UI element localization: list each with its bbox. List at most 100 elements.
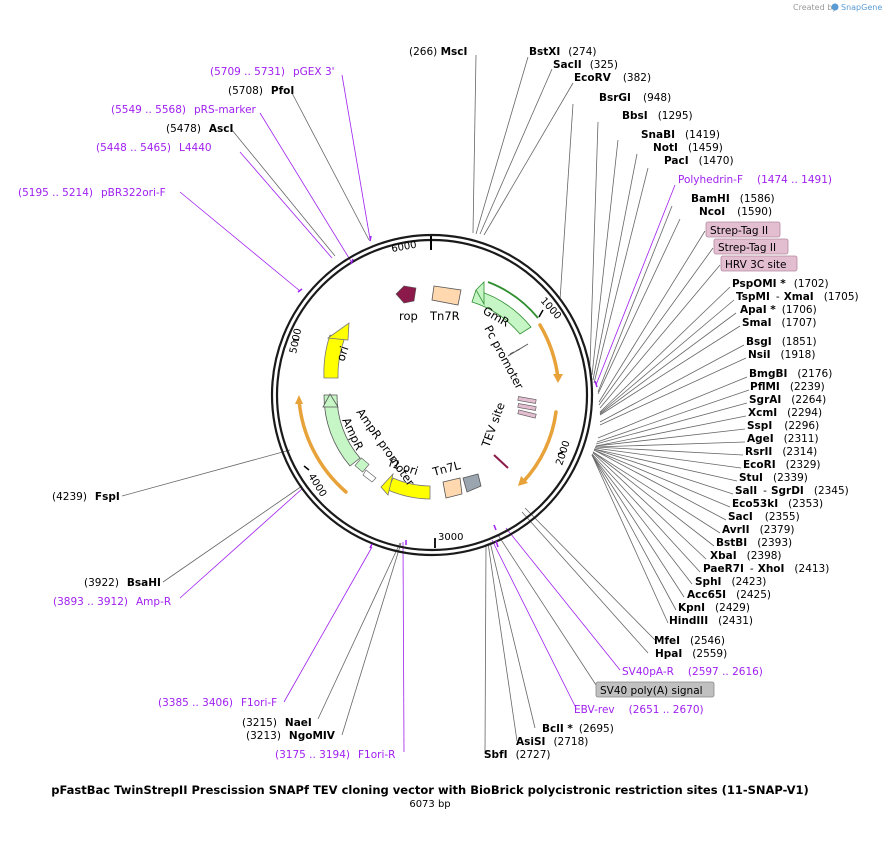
site-label: NotI(1459) — [653, 142, 723, 154]
tick-3000: 3000 — [438, 532, 463, 543]
primer-label: (5195 .. 5214)pBR322ori-F — [18, 187, 166, 199]
orange-arcs — [295, 323, 563, 494]
map-length: 6073 bp — [409, 799, 450, 810]
site-label: Acc65I(2425) — [687, 589, 771, 601]
f1-ori-feature — [380, 472, 431, 500]
site-label: (5478)AscI — [166, 123, 233, 135]
snapgene-brand-label: SnapGene — [841, 3, 882, 12]
hrv-3c-label: HRV 3C site — [725, 259, 786, 271]
tick-4000: 4000 — [305, 472, 328, 499]
tn7r-feature — [431, 285, 462, 306]
leader-lines — [121, 54, 750, 755]
site-label: (266) MscI — [409, 46, 467, 58]
site-label: BmgBI(2176) — [749, 368, 832, 380]
strep-tag-box-1 — [705, 221, 781, 238]
rop-feature — [395, 285, 417, 304]
primer-label: (5549 .. 5568)pRS-marker — [111, 104, 257, 116]
site-label: NcoI(1590) — [699, 206, 772, 218]
site-label: PaeR7I-XhoI(2413) — [703, 563, 829, 575]
site-label: SnaBI(1419) — [641, 129, 720, 141]
site-label: HpaI(2559) — [655, 648, 727, 660]
site-label: BstXI(274) — [529, 46, 597, 58]
snapgene-logo-icon — [831, 3, 839, 11]
primer-label: (3893 .. 3912)Amp-R — [53, 596, 171, 608]
primer-label: (3175 .. 3194)F1ori-R — [275, 749, 395, 761]
site-label: AgeI(2311) — [747, 433, 819, 445]
left-site-labels: (3175 .. 3194)F1ori-R (3213)NgoMIV (3215… — [18, 66, 395, 761]
ampr-feature — [322, 393, 377, 483]
tick-2000: 2000 — [554, 439, 572, 467]
site-label: XcmI(2294) — [748, 407, 822, 419]
primer-label: (5448 .. 5465)L4440 — [96, 142, 212, 154]
sv40-polya-box — [595, 681, 715, 698]
sv40-polya-label: SV40 poly(A) signal — [600, 685, 703, 697]
tn7l-label: Tn7L — [430, 458, 462, 479]
created-by-label: Created by — [793, 3, 837, 12]
pc-promoter-mark — [507, 343, 529, 357]
site-label: (4239)FspI — [52, 491, 120, 503]
site-label: NsiI(1918) — [748, 349, 815, 361]
tick-mark-2000 — [557, 451, 564, 455]
site-label: TspMI-XmaI(1705) — [736, 291, 859, 303]
tn7r-label: Tn7R — [429, 309, 460, 323]
strep-tag-box-2 — [713, 238, 789, 255]
tev-site-marks — [493, 396, 537, 469]
site-label: PflMI(2239) — [750, 381, 825, 393]
primer-label: (5709 .. 5731)pGEX 3' — [210, 66, 335, 78]
strep-tag-label-1: Strep-Tag II — [710, 225, 768, 237]
site-label: ApaI *(1706) — [740, 304, 817, 316]
hrv-3c-box — [720, 255, 798, 272]
ring-site-marks — [297, 235, 598, 549]
site-label: BsgI(1851) — [746, 336, 817, 348]
site-label: BclI *(2695) — [542, 723, 614, 735]
site-label: PacI(1470) — [664, 155, 734, 167]
site-label: BbsI(1295) — [622, 110, 693, 122]
site-label: Eco53kI(2353) — [732, 498, 823, 510]
right-site-labels: PspOMI *(1702) TspMI-XmaI(1705) ApaI *(1… — [484, 278, 859, 761]
site-label: AsiSI(2718) — [516, 736, 588, 748]
tick-6000: 6000 — [391, 240, 418, 255]
site-label: (5708)PfoI — [228, 85, 294, 97]
snapgene-logo: Created by SnapGene — [793, 3, 882, 12]
gmr-arrow — [471, 289, 532, 335]
strep-tag-label-2: Strep-Tag II — [718, 242, 776, 254]
tn7l-feature — [442, 473, 482, 499]
site-label: SspI(2296) — [747, 420, 819, 432]
site-label: SacI(2355) — [728, 511, 800, 523]
site-label: EcoRV(382) — [574, 72, 651, 84]
primer-label: Polyhedrin-F(1474 .. 1491) — [678, 174, 832, 186]
ori-label: ori — [334, 344, 352, 363]
site-label: BstBI(2393) — [716, 537, 792, 549]
boxed-feature-labels: Strep-Tag II Strep-Tag II HRV 3C site SV… — [595, 221, 798, 698]
site-label: SgrAI(2264) — [749, 394, 826, 406]
site-label: SacII(325) — [553, 59, 618, 71]
site-label: EcoRI(2329) — [743, 459, 821, 471]
site-label: BamHI(1586) — [691, 193, 775, 205]
orange-arc-2 — [521, 410, 558, 484]
orange-arc-3 — [297, 398, 348, 494]
site-label: MfeI(2546) — [654, 635, 725, 647]
site-label: SmaI(1707) — [742, 317, 816, 329]
rop-label: rop — [399, 309, 418, 323]
site-label: (3215)NaeI — [242, 717, 312, 729]
site-label: AvrII(2379) — [722, 524, 795, 536]
tick-5000: 5000 — [288, 327, 304, 354]
site-label: XbaI(2398) — [710, 550, 782, 562]
site-labels: (266) MscI BstXI(274) SacII(325) EcoRV(3… — [409, 46, 832, 218]
site-label: KpnI(2429) — [678, 602, 750, 614]
primer-label: EBV-rev(2651 .. 2670) — [574, 704, 704, 716]
backbone-outer-ring — [270, 233, 594, 557]
site-label: SalI-SgrDI(2345) — [735, 485, 849, 497]
orange-arc-1 — [538, 323, 560, 380]
site-label: PspOMI *(1702) — [732, 278, 829, 290]
site-label: (3213)NgoMIV — [246, 730, 336, 742]
primer-label: (3385 .. 3406)F1ori-F — [158, 697, 277, 709]
tick-mark-1000 — [538, 309, 544, 318]
coordinate-ticks: 1000 2000 3000 4000 5000 6000 — [288, 236, 573, 548]
tick-mark-4000 — [303, 465, 310, 471]
ori-feature — [323, 322, 350, 379]
site-label: SbfI(2727) — [484, 749, 550, 761]
site-label: StuI(2339) — [739, 472, 808, 484]
